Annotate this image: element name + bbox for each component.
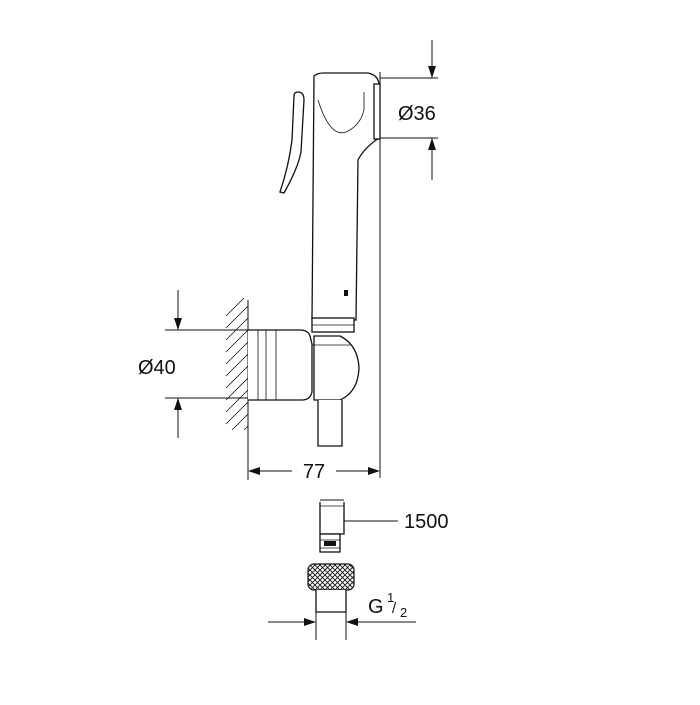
dim-hose-length: 1500 xyxy=(344,511,449,533)
dim-holder-diameter: Ø40 xyxy=(138,290,248,438)
depth-label: 77 xyxy=(303,461,325,483)
hose-upper xyxy=(317,400,343,447)
hose-length-label: 1500 xyxy=(404,511,449,533)
holder-cup xyxy=(313,335,360,401)
holder-base xyxy=(248,329,313,401)
dim-depth: 77 xyxy=(247,400,380,483)
hose-detail xyxy=(307,499,355,640)
dim-head-diameter: Ø36 xyxy=(380,40,438,180)
hand-shower xyxy=(279,72,381,333)
head-diameter-label: Ø36 xyxy=(398,103,436,125)
hose-end xyxy=(319,502,345,535)
holder-diameter-label: Ø40 xyxy=(138,357,176,379)
trigger-lever xyxy=(279,91,305,194)
wall-holder xyxy=(248,329,360,401)
wall xyxy=(225,297,249,432)
knurled-nut xyxy=(307,563,355,591)
thread-slash: / xyxy=(392,600,397,617)
hose-segment xyxy=(317,400,343,447)
thread-prefix: G xyxy=(368,596,384,618)
spray-face xyxy=(373,83,381,140)
hose-thread xyxy=(315,590,347,613)
thread-numerator: 1 xyxy=(387,590,394,605)
wall-hatching xyxy=(225,297,249,431)
thread-denominator: 2 xyxy=(400,605,407,620)
shower-body xyxy=(311,72,380,321)
shower-contour xyxy=(317,92,365,134)
shower-dot xyxy=(344,290,348,296)
dim-thread: G 1 / 2 xyxy=(268,590,416,626)
